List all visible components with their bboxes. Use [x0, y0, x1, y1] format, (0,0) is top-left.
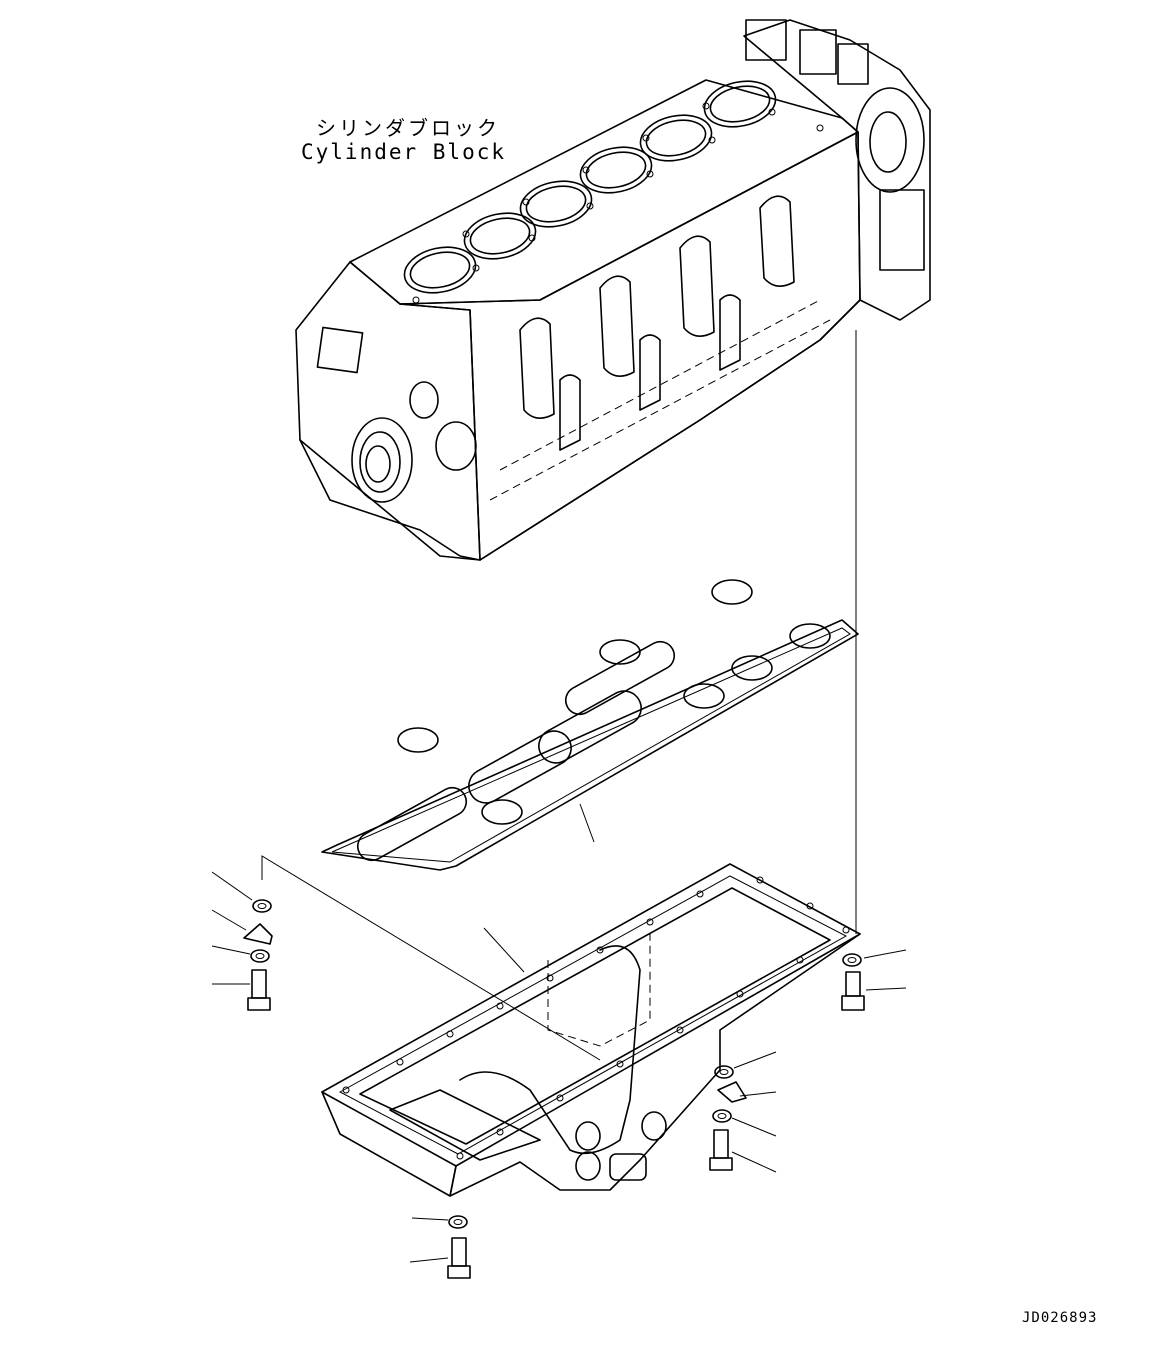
- cylinder-bores: [403, 80, 777, 294]
- assembly-guide-lines: [261, 330, 857, 1061]
- fasteners-right: [841, 949, 907, 1011]
- fasteners-left: [211, 871, 273, 1011]
- fasteners-middle-right: [709, 1051, 777, 1173]
- oil-pan: [321, 863, 861, 1197]
- crankcase-bays: [489, 195, 831, 501]
- front-seal-housing: [316, 326, 477, 503]
- part-name-en: Cylinder Block: [301, 140, 507, 164]
- cylinder-block: [295, 19, 931, 561]
- oil-pan-flange-holes: [342, 876, 850, 1160]
- gasket-openings: [356, 579, 831, 862]
- part-name-jp: シリンダブロック: [316, 116, 500, 140]
- oil-pan-gasket: [321, 579, 859, 871]
- deck-bolt-holes: [412, 102, 824, 304]
- drawing-id: JD026893: [1022, 1310, 1098, 1326]
- fasteners-bottom: [409, 1215, 471, 1279]
